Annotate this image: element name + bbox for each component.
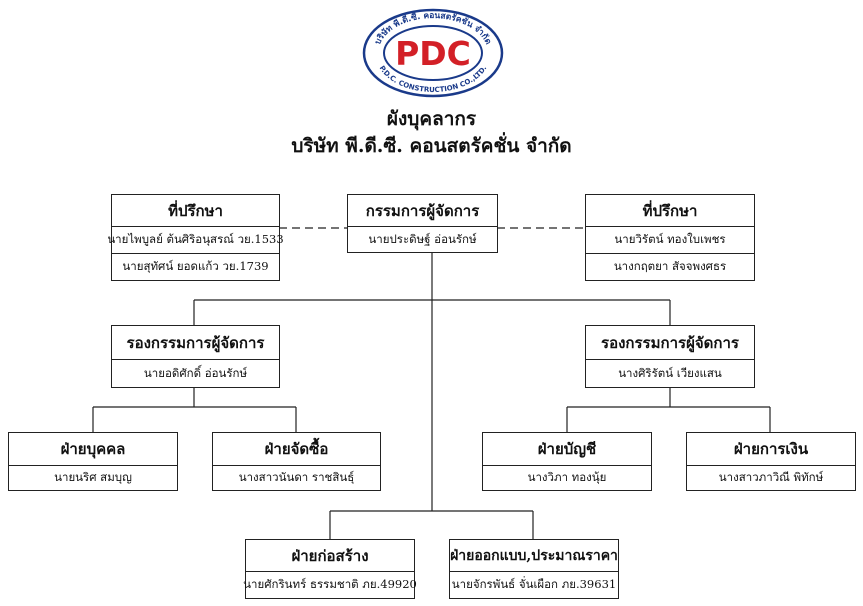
- managing-director-box: กรรมการผู้จัดการ นายประดิษฐ์ อ่อนรักษ์: [347, 194, 498, 253]
- personnel-title: ฝ่ายบุคคล: [60, 440, 126, 458]
- finance-member: นางสาวภาวิณี พิทักษ์: [687, 465, 855, 490]
- advisor-right-member-1: นายวิรัตน์ ทองใบเพชร: [586, 226, 754, 253]
- personnel-member: นายนริศ สมบุญ: [9, 465, 177, 490]
- deputy-right-title: รองกรรมการผู้จัดการ: [601, 333, 739, 352]
- deputy-left-box: รองกรรมการผู้จัดการ นายอดิศักดิ์ อ่อนรัก…: [111, 325, 280, 388]
- procurement-box: ฝ่ายจัดซื้อ นางสาวนันดา ราชสินธุ์: [212, 432, 381, 491]
- finance-box: ฝ่ายการเงิน นางสาวภาวิณี พิทักษ์: [686, 432, 856, 491]
- pdc-logo: บริษัท พี.ดี.ซี. คอนสตรัคชั่น จำกัด P.D.…: [362, 8, 504, 98]
- advisor-left-member-2: นายสุทัศน์ ยอดแก้ว วย.1739: [112, 253, 279, 280]
- advisor-left-title: ที่ปรึกษา: [168, 201, 223, 220]
- accounting-member: นางวิภา ทองนุ้ย: [483, 465, 651, 490]
- construction-title: ฝ่ายก่อสร้าง: [291, 546, 369, 565]
- advisor-right-box: ที่ปรึกษา นายวิรัตน์ ทองใบเพชร นางกฤตยา …: [585, 194, 755, 281]
- logo-inner-ring: [383, 25, 483, 81]
- procurement-title: ฝ่ายจัดซื้อ: [264, 440, 329, 458]
- chart-title: ผังบุคลากร: [386, 108, 477, 130]
- managing-director-member: นายประดิษฐ์ อ่อนรักษ์: [348, 226, 497, 252]
- deputy-left-member: นายอดิศักดิ์ อ่อนรักษ์: [112, 359, 279, 387]
- procurement-member: นางสาวนันดา ราชสินธุ์: [213, 465, 380, 490]
- advisor-right-member-2: นางกฤตยา สัจจพงศธร: [586, 253, 754, 280]
- accounting-box: ฝ่ายบัญชี นางวิภา ทองนุ้ย: [482, 432, 652, 491]
- construction-box: ฝ่ายก่อสร้าง นายศักรินทร์ ธรรมชาติ ภย.49…: [243, 539, 417, 599]
- managing-director-title: กรรมการผู้จัดการ: [365, 201, 480, 220]
- design-estimation-box: ฝ่ายออกแบบ,ประมาณราคา นายจักรพันธ์ จั่นเ…: [449, 539, 619, 599]
- company-name: บริษัท พี.ดี.ซี. คอนสตรัคชั่น จำกัด: [291, 135, 572, 157]
- accounting-title: ฝ่ายบัญชี: [537, 440, 597, 458]
- deputy-right-member: นางศิริรัตน์ เวียงแสน: [586, 359, 754, 387]
- finance-title: ฝ่ายการเงิน: [733, 440, 809, 458]
- personnel-box: ฝ่ายบุคคล นายนริศ สมบุญ: [8, 432, 178, 491]
- advisor-left-box: ที่ปรึกษา นายไพบูลย์ ต้นศิริอนุสรณ์ วย.1…: [107, 194, 284, 281]
- deputy-right-box: รองกรรมการผู้จัดการ นางศิริรัตน์ เวียงแส…: [585, 325, 755, 388]
- advisor-left-member-1: นายไพบูลย์ ต้นศิริอนุสรณ์ วย.1533: [107, 226, 284, 253]
- logo-brand-text: PDC: [395, 34, 471, 73]
- deputy-left-title: รองกรรมการผู้จัดการ: [126, 333, 265, 352]
- design-estimation-member: นายจักรพันธ์ จั่นเผือก ภย.39631: [450, 571, 618, 598]
- advisor-right-title: ที่ปรึกษา: [642, 201, 698, 220]
- construction-member: นายศักรินทร์ ธรรมชาติ ภย.49920: [243, 571, 417, 598]
- design-estimation-title: ฝ่ายออกแบบ,ประมาณราคา: [450, 547, 618, 564]
